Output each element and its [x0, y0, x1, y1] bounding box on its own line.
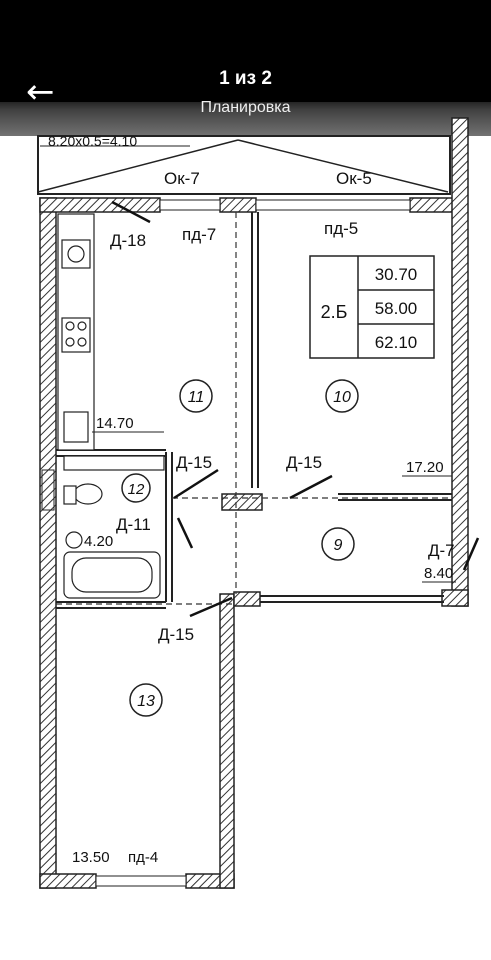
- plan-labels: 8.20x0.5=4.10 Ок-7 Ок-5 Д-18 пд-7 пд-5 Д…: [48, 133, 455, 866]
- room-11-number: 11: [188, 389, 205, 406]
- back-button[interactable]: ←: [26, 74, 66, 114]
- apartment-area-living: 30.70: [375, 265, 418, 284]
- door-leaves: [111, 200, 480, 618]
- top-bar: [0, 0, 491, 102]
- room-13-area: 13.50: [72, 849, 110, 866]
- image-counter: 1 из 2: [219, 68, 272, 89]
- door-d15-label-c: Д-15: [158, 625, 194, 644]
- room-markers: [121, 379, 359, 717]
- door-d7-label: Д-7: [428, 541, 455, 560]
- kitchen-fixtures: [57, 213, 95, 451]
- apartment-type: 2.Б: [321, 302, 348, 322]
- room-12-number: 12: [128, 481, 145, 498]
- door-d15-label-a: Д-15: [176, 453, 212, 472]
- balcony: [37, 135, 451, 195]
- door-d11-label: Д-11: [116, 515, 151, 534]
- apartment-area-with-balcony: 62.10: [375, 333, 418, 352]
- bathroom-fixtures: [63, 455, 165, 599]
- door-d15-label-b: Д-15: [286, 453, 322, 472]
- room-9-number: 9: [334, 537, 343, 554]
- caption-band: [0, 92, 491, 136]
- image-caption: Планировка: [200, 99, 291, 116]
- window-ok7-label: Ок-7: [164, 169, 200, 188]
- balcony-formula: 8.20x0.5=4.10: [48, 133, 137, 149]
- room-12-area: 4.20: [84, 533, 113, 550]
- dashed-openings: [56, 212, 452, 605]
- room-11-area: 14.70: [96, 415, 134, 432]
- floor-plan-image: 2.Б 30.70 58.00 62.10 11 10 12 9 13 14.7…: [37, 117, 480, 889]
- room-9-area: 8.40: [424, 565, 453, 582]
- room-areas: 14.70 17.20 4.20 8.40 13.50: [72, 415, 456, 866]
- opening-pd5-label: пд-5: [324, 219, 358, 238]
- opening-pd4-label: пд-4: [128, 849, 158, 866]
- arrow-left-icon: ←: [26, 72, 55, 112]
- apartment-summary: 2.Б 30.70 58.00 62.10: [309, 255, 435, 359]
- window-ok5-label: Ок-5: [336, 169, 372, 188]
- apartment-area-total: 58.00: [375, 299, 418, 318]
- room-10-area: 17.20: [406, 459, 444, 476]
- room-10-number: 10: [333, 389, 351, 406]
- room-13-number: 13: [137, 693, 155, 710]
- window-frames: [95, 199, 411, 887]
- door-d18-label: Д-18: [110, 231, 146, 250]
- opening-pd7-label: пд-7: [182, 225, 216, 244]
